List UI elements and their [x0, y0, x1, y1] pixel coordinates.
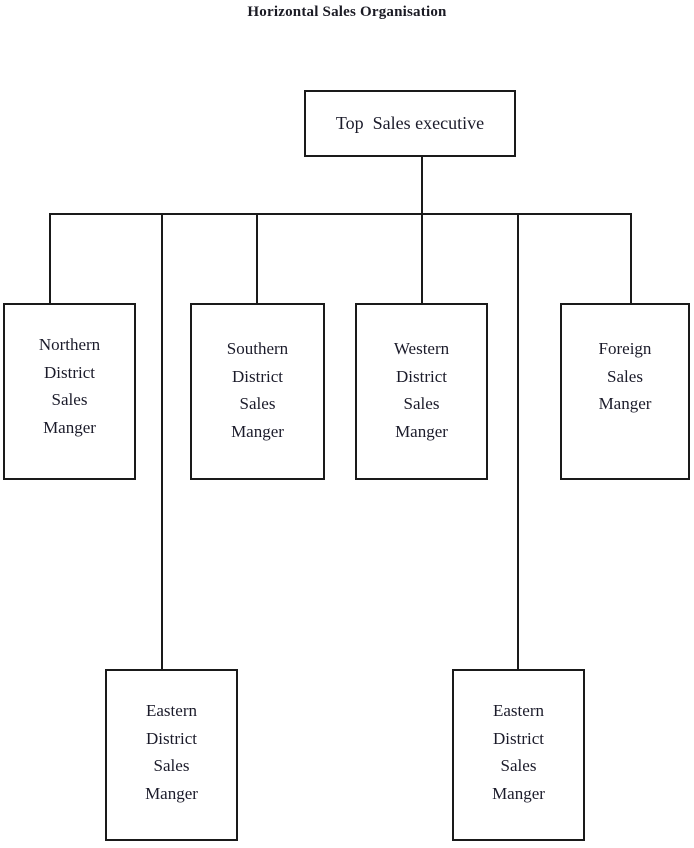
- node-label-line: Manger: [43, 417, 96, 437]
- node-label-line: Sales: [500, 756, 537, 776]
- connector-drop-foreign: [630, 213, 632, 304]
- connector-drop-southern: [256, 213, 258, 304]
- diagram-title: Horizontal Sales Organisation: [247, 4, 447, 20]
- node-northern-district-sales-manger[interactable]: Northern District Sales Manger: [3, 303, 136, 480]
- node-label-line: Manger: [231, 421, 284, 441]
- connector-drop-western: [421, 213, 423, 304]
- node-top-sales-executive[interactable]: Top Sales executive: [304, 90, 516, 157]
- node-southern-district-sales-manger[interactable]: Southern District Sales Manger: [190, 303, 325, 480]
- connector-root-stem: [421, 157, 423, 215]
- node-label-line: District: [146, 728, 197, 748]
- node-label-line: Sales: [403, 394, 440, 414]
- node-eastern-district-sales-manger-right[interactable]: Eastern District Sales Manger: [452, 669, 585, 841]
- node-eastern-district-sales-manger-left[interactable]: Eastern District Sales Manger: [105, 669, 238, 841]
- connector-horizontal-bus: [49, 213, 632, 215]
- node-label-line: District: [396, 366, 447, 386]
- node-western-district-sales-manger[interactable]: Western District Sales Manger: [355, 303, 488, 480]
- node-label-line: Manger: [395, 421, 448, 441]
- node-label-line: Eastern: [493, 701, 544, 720]
- node-label-line: Western: [393, 339, 450, 358]
- node-foreign-sales-manger[interactable]: Foreign Sales Manger: [560, 303, 690, 480]
- node-label-line: Sales: [607, 366, 643, 386]
- node-label-line: Top Sales executive: [335, 112, 485, 133]
- node-label-line: District: [232, 366, 283, 386]
- node-label-line: Sales: [51, 390, 88, 410]
- connector-drop-northern: [49, 213, 51, 304]
- node-label-line: Sales: [239, 394, 276, 414]
- node-label-line: Eastern: [146, 701, 197, 720]
- node-label-line: Sales: [153, 756, 190, 776]
- connector-drop-eastern-left: [161, 213, 163, 670]
- connector-drop-eastern-right: [517, 213, 519, 670]
- node-label-line: Manger: [145, 783, 198, 803]
- node-label-line: District: [493, 728, 544, 748]
- node-label-line: Southern: [226, 339, 289, 358]
- node-label-line: Northern: [38, 335, 101, 354]
- node-label-line: Manger: [492, 783, 545, 803]
- node-label-line: Manger: [598, 394, 652, 414]
- node-label-line: Foreign: [598, 339, 652, 358]
- node-label-line: District: [44, 362, 95, 382]
